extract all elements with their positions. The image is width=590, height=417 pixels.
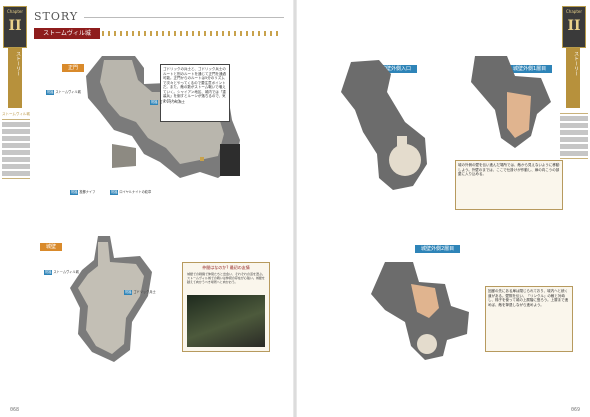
- side-index-right: [560, 112, 588, 217]
- page-number-left: 068: [10, 407, 20, 413]
- decor-band: [102, 31, 282, 36]
- page-number-right: 069: [570, 407, 580, 413]
- main-gate-callout: ゴドリックの兵士と、ゴドリック兵士のルートと別のルートを通じて正門を通過可能。正…: [160, 64, 230, 122]
- label-right: 祝福ゴドリックの兵士: [150, 100, 185, 105]
- left-tower-map: [341, 60, 427, 190]
- map-title-lower-tower: 城壁外側2層目: [415, 245, 461, 253]
- story-box-header: 仲間はなのか? 最初の友情: [202, 265, 250, 270]
- side-item-active: ストームヴィル城: [2, 112, 30, 116]
- map-title-right-tower: 城壁外側1層目: [507, 65, 553, 73]
- right-page: 城壁外側入口 城壁外側1層目 城の外側の壁を伝い進んだ場所では、敵から見えないよ…: [295, 0, 590, 417]
- label-rampart-1: 祝福ストームヴィル城: [44, 270, 79, 275]
- side-index: ストームヴィル城: [2, 112, 30, 258]
- side-banner-right: ストーリー: [566, 48, 580, 108]
- label-bottom-1: 祝福投擲ナイフ: [70, 190, 96, 195]
- right-tower-callout: 城の外側の壁を伝い進んだ場所では、敵から見えないように移動しよう。外壁のまでは、…: [455, 160, 563, 210]
- map-title-main-gate: 正門: [62, 64, 85, 72]
- chapter-number-right: II: [567, 18, 581, 34]
- chapter-number: II: [8, 18, 22, 34]
- side-banner: ストーリー: [8, 48, 22, 108]
- story-box-text: 城壁での戦闘で仲間たちと出会い、それぞれの道を選ぶ。ストームヴィル城での戦いは仲…: [187, 272, 266, 285]
- story-heading: STORY: [34, 10, 79, 23]
- label-rampart-2: 祝福ゴドリック兵士: [124, 290, 156, 295]
- lower-tower-callout: 回廊の先にある扉は閉じられており、城内へと続く道がある。壁際を伝い、「リンクル」…: [485, 286, 573, 352]
- map-title-left-tower: 城壁外側入口: [375, 65, 418, 73]
- rampart-map: [70, 236, 152, 362]
- left-page: Chapter II ストーリー ストームヴィル城 STORY ストームヴィル城…: [2, 6, 284, 413]
- chapter-tab: Chapter II: [3, 6, 27, 48]
- chapter-small-label: Chapter: [7, 9, 23, 14]
- chapter-small-label-right: Chapter: [566, 9, 582, 14]
- section-title: ストームヴィル城: [34, 28, 100, 39]
- story-box: 仲間はなのか? 最初の友情 城壁での戦闘で仲間たちと出会い、それぞれの道を選ぶ。…: [182, 262, 270, 352]
- label-bottom-2: 祝福ロイヤルナイトの紋章: [110, 190, 152, 195]
- book-spine: [293, 0, 297, 417]
- map-title-rampart: 城壁: [40, 243, 63, 251]
- chapter-tab-right: Chapter II: [562, 6, 586, 48]
- right-tower-map: [471, 56, 551, 148]
- story-box-image: [187, 295, 265, 347]
- label-castle-gate: 祝福ストームヴィル城: [46, 90, 81, 95]
- item-marker: [200, 157, 204, 161]
- lower-tower-map: [371, 262, 469, 360]
